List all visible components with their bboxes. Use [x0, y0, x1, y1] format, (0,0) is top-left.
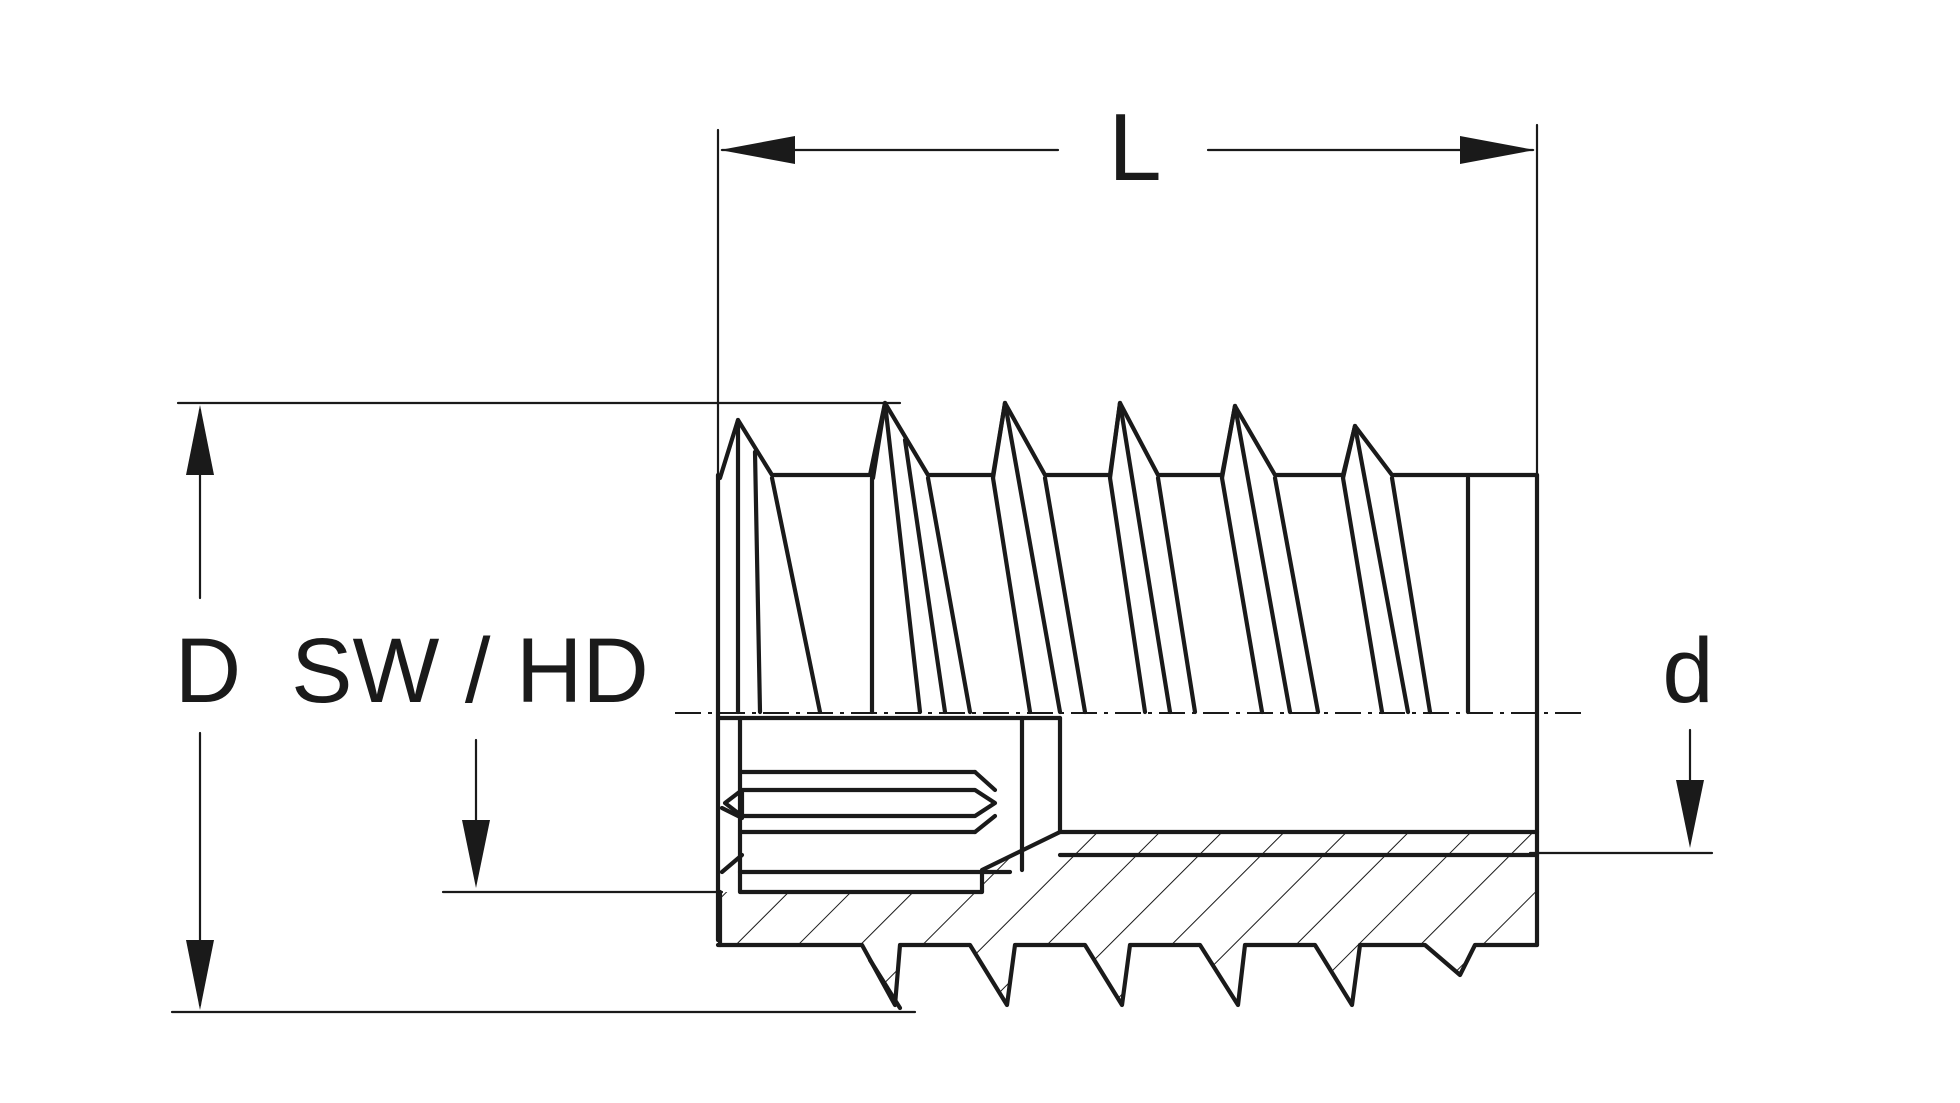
thread-flanks — [735, 400, 1433, 715]
slot-chamfer-lower — [972, 813, 998, 835]
arrowhead-drive-icon — [462, 820, 490, 888]
label-inner-thread: d — [1662, 620, 1713, 722]
arrowhead-down-icon — [186, 940, 214, 1010]
arrowhead-up-icon — [186, 405, 214, 475]
recess-corner — [719, 852, 745, 875]
drive-slot — [722, 787, 998, 819]
label-length: L — [1108, 94, 1161, 201]
dimension-drive-size: SW / HD — [291, 620, 724, 894]
dimension-inner-thread: d — [1528, 620, 1714, 855]
arrowhead-right-icon — [1460, 136, 1535, 164]
drive-recess — [737, 715, 1540, 895]
insert-section-view — [715, 715, 1540, 1011]
thread-root-1 — [867, 957, 903, 1011]
bottom-thread-profile — [715, 942, 1540, 1008]
label-drive-size: SW / HD — [291, 620, 649, 722]
dimension-outer-diameter: D — [170, 401, 917, 1014]
dimension-length: L — [716, 94, 1539, 477]
slot-chamfer-upper — [972, 769, 998, 793]
slot-edge — [719, 805, 745, 821]
insert-upper-view — [715, 400, 1540, 948]
arrowhead-left-icon — [720, 136, 795, 164]
arrowhead-inner-icon — [1676, 780, 1704, 848]
section-hatching — [720, 832, 1537, 1005]
label-outer-diameter: D — [175, 620, 241, 722]
